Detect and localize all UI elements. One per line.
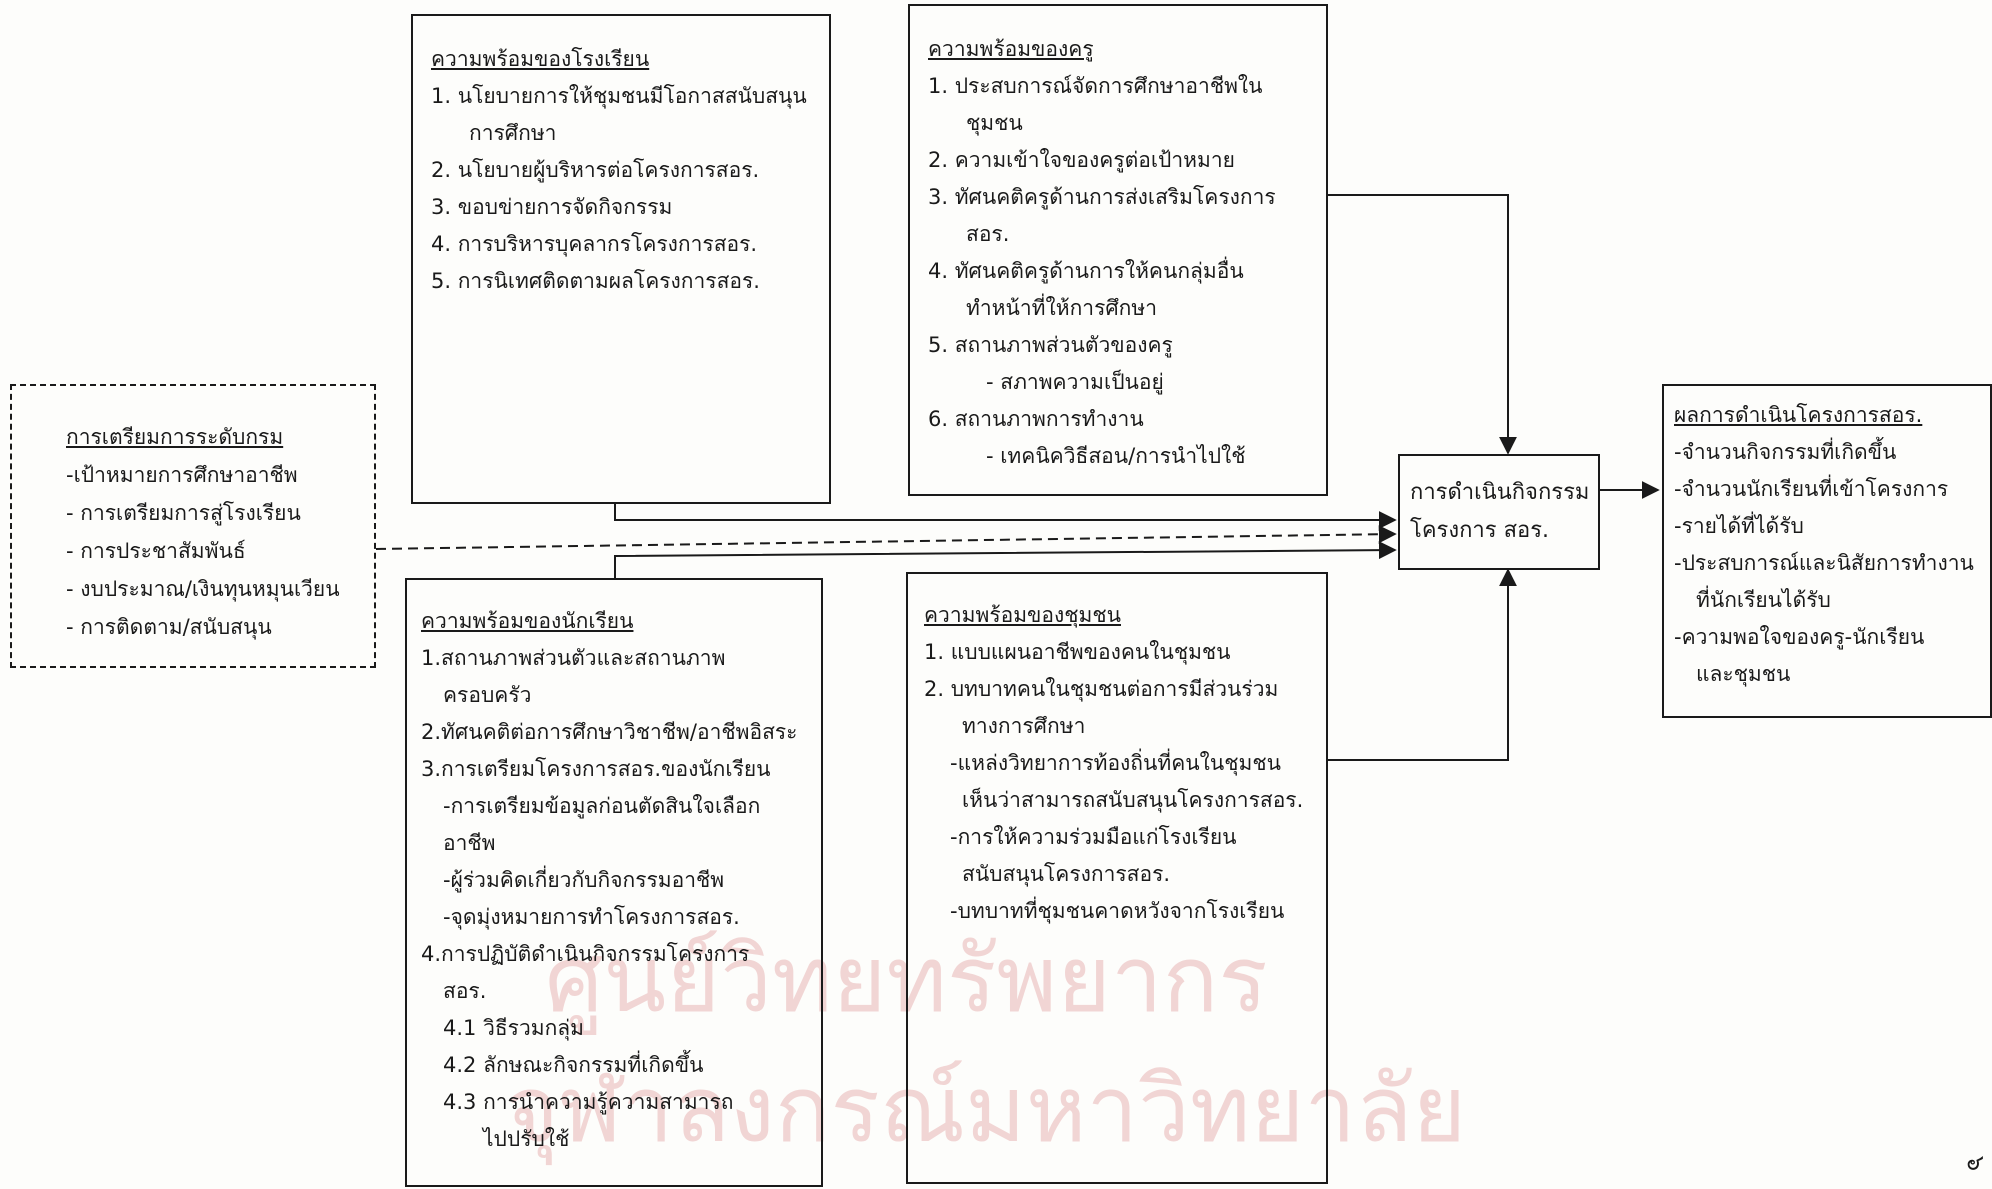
teacher-readiness-box: ความพร้อมของครู 1. ประสบการณ์จัดการศึกษา…	[908, 4, 1328, 496]
student-item: 3.การเตรียมโครงการสอร.ของนักเรียน	[421, 757, 771, 781]
preparation-item: - การติดตาม/สนับสนุน	[66, 615, 272, 639]
preparation-item: - งบประมาณ/เงินทุนหมุนเวียน	[66, 577, 340, 601]
result-list: -จำนวนกิจกรรมที่เกิดขึ้น -จำนวนนักเรียนท…	[1674, 434, 1990, 693]
student-item: 4.2 ลักษณะกิจกรรมที่เกิดขึ้น	[443, 1053, 704, 1077]
student-item: -การเตรียมข้อมูลก่อนตัดสินใจเลือก	[443, 794, 761, 818]
community-item: -บทบาทที่ชุมชนคาดหวังจากโรงเรียน	[950, 899, 1285, 923]
school-item: 4. การบริหารบุคลากรโครงการสอร.	[431, 232, 758, 256]
arrow-preparation-to-operation	[375, 525, 1397, 550]
student-item: -จุดมุ่งหมายการทำโครงการสอร.	[443, 905, 740, 929]
result-item: -จำนวนนักเรียนที่เข้าโครงการ	[1674, 477, 1949, 501]
preparation-box: การเตรียมการระดับกรม -เป้าหมายการศึกษาอา…	[10, 384, 376, 668]
community-item: 2. บทบาทคนในชุมชนต่อการมีส่วนร่วม	[924, 677, 1279, 701]
school-item: 2. นโยบายผู้บริหารต่อโครงการสอร.	[431, 158, 760, 182]
community-item: เห็นว่าสามารถสนับสนุนโครงการสอร.	[962, 788, 1304, 812]
community-readiness-list: 1. แบบแผนอาชีพของคนในชุมชน 2. บทบาทคนในช…	[924, 634, 1326, 930]
school-readiness-title: ความพร้อมของโรงเรียน	[431, 47, 650, 71]
school-readiness-list: 1. นโยบายการให้ชุมชนมีโอกาสสนับสนุน การศ…	[431, 78, 829, 300]
result-item: ที่นักเรียนได้รับ	[1696, 588, 1831, 612]
result-title: ผลการดำเนินโครงการสอร.	[1674, 403, 1923, 427]
community-item: 1. แบบแผนอาชีพของคนในชุมชน	[924, 640, 1231, 664]
school-item: การศึกษา	[469, 121, 557, 145]
teacher-readiness-title: ความพร้อมของครู	[928, 37, 1094, 61]
community-item: -การให้ความร่วมมือแก่โรงเรียน	[950, 825, 1237, 849]
student-readiness-title: ความพร้อมของนักเรียน	[421, 609, 634, 633]
preparation-item: - การประชาสัมพันธ์	[66, 539, 246, 563]
page-number: ๖	[1961, 1155, 1990, 1172]
preparation-item: -เป้าหมายการศึกษาอาชีพ	[66, 463, 298, 487]
result-box: ผลการดำเนินโครงการสอร. -จำนวนกิจกรรมที่เ…	[1662, 384, 1992, 718]
teacher-readiness-list: 1. ประสบการณ์จัดการศึกษาอาชีพใน ชุมชน 2.…	[928, 68, 1326, 475]
teacher-item: 6. สถานภาพการทำงาน	[928, 407, 1144, 431]
teacher-item: - สภาพความเป็นอยู่	[986, 370, 1164, 394]
operation-line-2: โครงการ สอร.	[1410, 518, 1550, 543]
result-item: -ความพอใจของครู-นักเรียน	[1674, 625, 1925, 649]
preparation-list: -เป้าหมายการศึกษาอาชีพ - การเตรียมการสู่…	[66, 456, 374, 646]
teacher-item: 1. ประสบการณ์จัดการศึกษาอาชีพใน	[928, 74, 1263, 98]
student-item: -ผู้ร่วมคิดเกี่ยวกับกิจกรรมอาชีพ	[443, 868, 725, 892]
teacher-item: 2. ความเข้าใจของครูต่อเป้าหมาย	[928, 148, 1235, 172]
teacher-item: สอร.	[966, 222, 1010, 246]
student-item: สอร.	[443, 979, 487, 1003]
result-item: -ประสบการณ์และนิสัยการทำงาน	[1674, 551, 1974, 575]
student-readiness-box: ความพร้อมของนักเรียน 1.สถานภาพส่วนตัวและ…	[405, 578, 823, 1187]
arrow-school-to-operation	[614, 504, 1397, 529]
teacher-item: ชุมชน	[966, 111, 1023, 135]
result-item: -จำนวนกิจกรรมที่เกิดขึ้น	[1674, 440, 1897, 464]
school-item: 5. การนิเทศติดตามผลโครงการสอร.	[431, 269, 760, 293]
teacher-item: 4. ทัศนคติครูด้านการให้คนกลุ่มอื่น	[928, 259, 1244, 283]
arrow-student-to-operation	[614, 541, 1397, 578]
student-item: 4.การปฏิบัติดำเนินกิจกรรมโครงการ	[421, 942, 750, 966]
arrow-community-to-operation	[1328, 568, 1517, 761]
school-item: 3. ขอบข่ายการจัดกิจกรรม	[431, 195, 673, 219]
result-item: และชุมชน	[1696, 662, 1791, 686]
community-item: ทางการศึกษา	[962, 714, 1086, 738]
school-item: 1. นโยบายการให้ชุมชนมีโอกาสสนับสนุน	[431, 84, 807, 108]
preparation-item: - การเตรียมการสู่โรงเรียน	[66, 501, 301, 525]
student-item: 4.3 การนำความรู้ความสามารถ	[443, 1090, 734, 1114]
school-readiness-box: ความพร้อมของโรงเรียน 1. นโยบายการให้ชุมช…	[411, 14, 831, 504]
student-item: ครอบครัว	[443, 683, 532, 707]
operation-box: การดำเนินกิจกรรม โครงการ สอร.	[1398, 454, 1600, 570]
teacher-item: - เทคนิควิธีสอน/การนำไปใช้	[986, 444, 1246, 468]
student-item: ไปปรับใช้	[483, 1127, 570, 1151]
operation-line-1: การดำเนินกิจกรรม	[1410, 480, 1590, 505]
teacher-item: 3. ทัศนคติครูด้านการส่งเสริมโครงการ	[928, 185, 1276, 209]
community-item: -แหล่งวิทยาการท้องถิ่นที่คนในชุมชน	[950, 751, 1281, 775]
result-item: -รายได้ที่ได้รับ	[1674, 514, 1804, 538]
teacher-item: 5. สถานภาพส่วนตัวของครู	[928, 333, 1173, 357]
preparation-title: การเตรียมการระดับกรม	[66, 425, 284, 449]
community-readiness-title: ความพร้อมของชุมชน	[924, 603, 1121, 627]
teacher-item: ทำหน้าที่ให้การศึกษา	[966, 296, 1158, 320]
student-item: 2.ทัศนคติต่อการศึกษาวิชาชีพ/อาชีพอิสระ	[421, 720, 798, 744]
student-item: อาชีพ	[443, 831, 496, 855]
student-item: 4.1 วิธีรวมกลุ่ม	[443, 1016, 585, 1040]
student-readiness-list: 1.สถานภาพส่วนตัวและสถานภาพ ครอบครัว 2.ทั…	[421, 640, 821, 1158]
student-item: 1.สถานภาพส่วนตัวและสถานภาพ	[421, 646, 726, 670]
community-item: สนับสนุนโครงการสอร.	[962, 862, 1171, 886]
arrow-teacher-to-operation	[1328, 194, 1517, 455]
community-readiness-box: ความพร้อมของชุมชน 1. แบบแผนอาชีพของคนในช…	[906, 572, 1328, 1184]
